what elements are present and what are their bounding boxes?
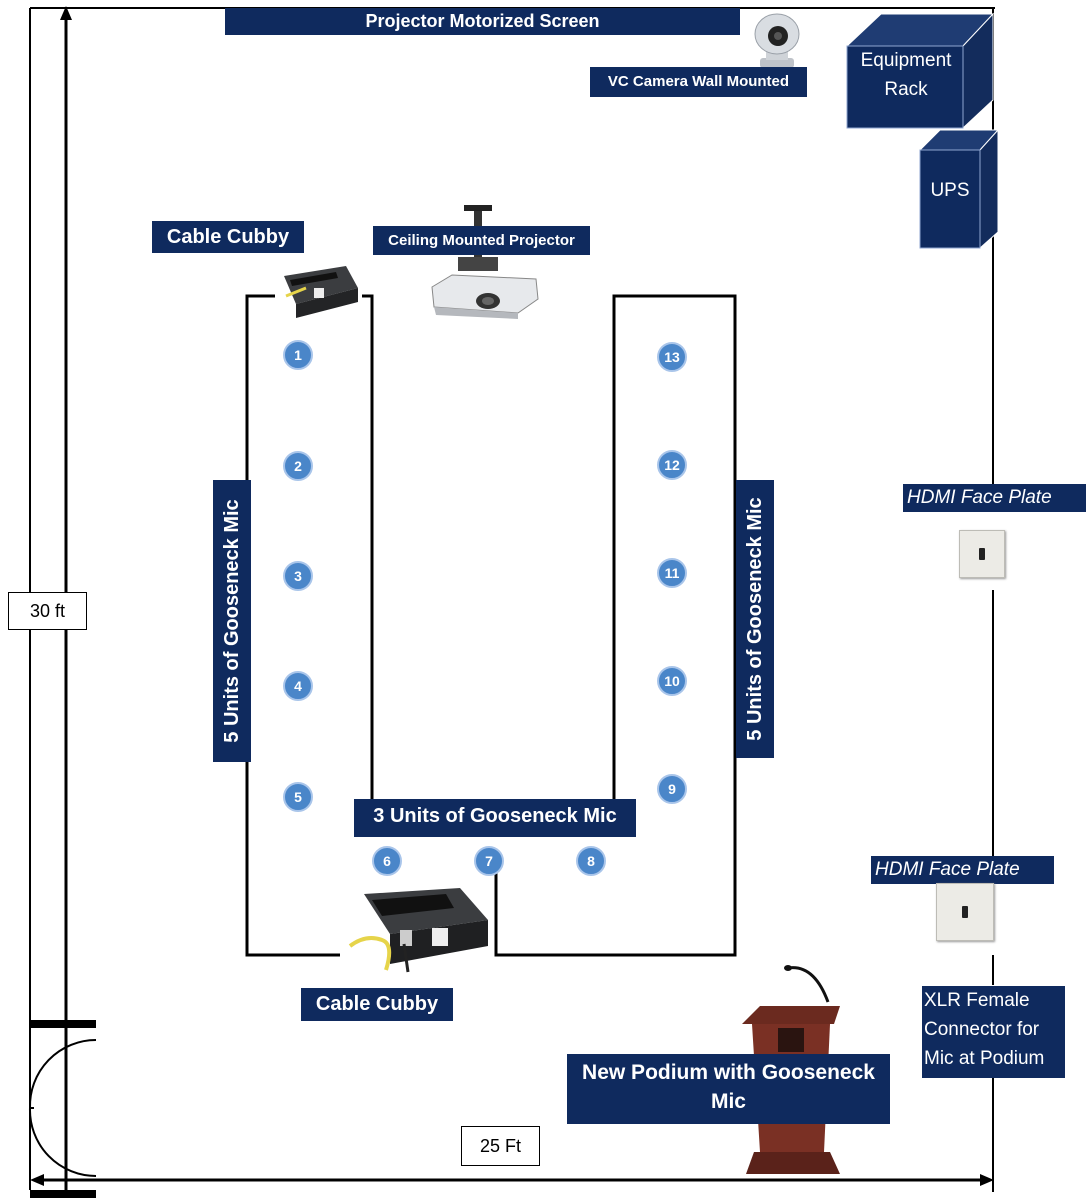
mic-marker: 8 [576,846,606,876]
cable-cubby-bottom-label: Cable Cubby [301,988,453,1021]
vc-camera-icon [754,13,800,68]
right-mics-label-box [736,480,774,758]
mic-marker: 6 [372,846,402,876]
mic-marker: 7 [474,846,504,876]
hdmi-face-plate-label-top: HDMI Face Plate [903,484,1086,512]
equipment-rack-shape [845,12,995,130]
mic-marker: 1 [283,340,313,370]
bottom-mics-label: 3 Units of Gooseneck Mic [354,799,636,837]
cable-cubby-bottom-icon [348,888,488,973]
hdmi-face-plate-bottom-icon [936,883,994,941]
mic-marker: 9 [657,774,687,804]
mic-marker: 11 [657,558,687,588]
right-mics-label: 5 Units of Gooseneck Mic [744,497,766,741]
mic-marker: 4 [283,671,313,701]
mic-marker: 5 [283,782,313,812]
hdmi-face-plate-top-icon [959,530,1005,578]
hdmi-face-plate-label-bottom: HDMI Face Plate [871,856,1054,884]
xlr-connector-label: XLR Female Connector for Mic at Podium [922,986,1065,1078]
equipment-rack-label: Equipment Rack [860,50,952,100]
left-mics-label-box [213,480,251,762]
height-dimension-label: 30 ft [8,592,87,630]
mic-marker: 10 [657,666,687,696]
ups-label: UPS [930,180,970,201]
left-mics-label: 5 Units of Gooseneck Mic [221,499,243,743]
podium-label: New Podium with Gooseneck Mic [567,1054,890,1124]
cable-cubby-top-label: Cable Cubby [152,221,304,253]
width-dimension-label: 25 Ft [461,1126,540,1166]
mic-marker: 3 [283,561,313,591]
vc-camera-label: VC Camera Wall Mounted [590,67,807,97]
mic-marker: 13 [657,342,687,372]
projector-label: Ceiling Mounted Projector [373,226,590,255]
mic-marker: 2 [283,451,313,481]
ups-shape [918,128,1000,250]
mic-marker: 12 [657,450,687,480]
ceiling-projector-icon [431,205,539,319]
cable-cubby-top-icon [284,266,358,318]
projector-screen-label: Projector Motorized Screen [225,8,740,35]
